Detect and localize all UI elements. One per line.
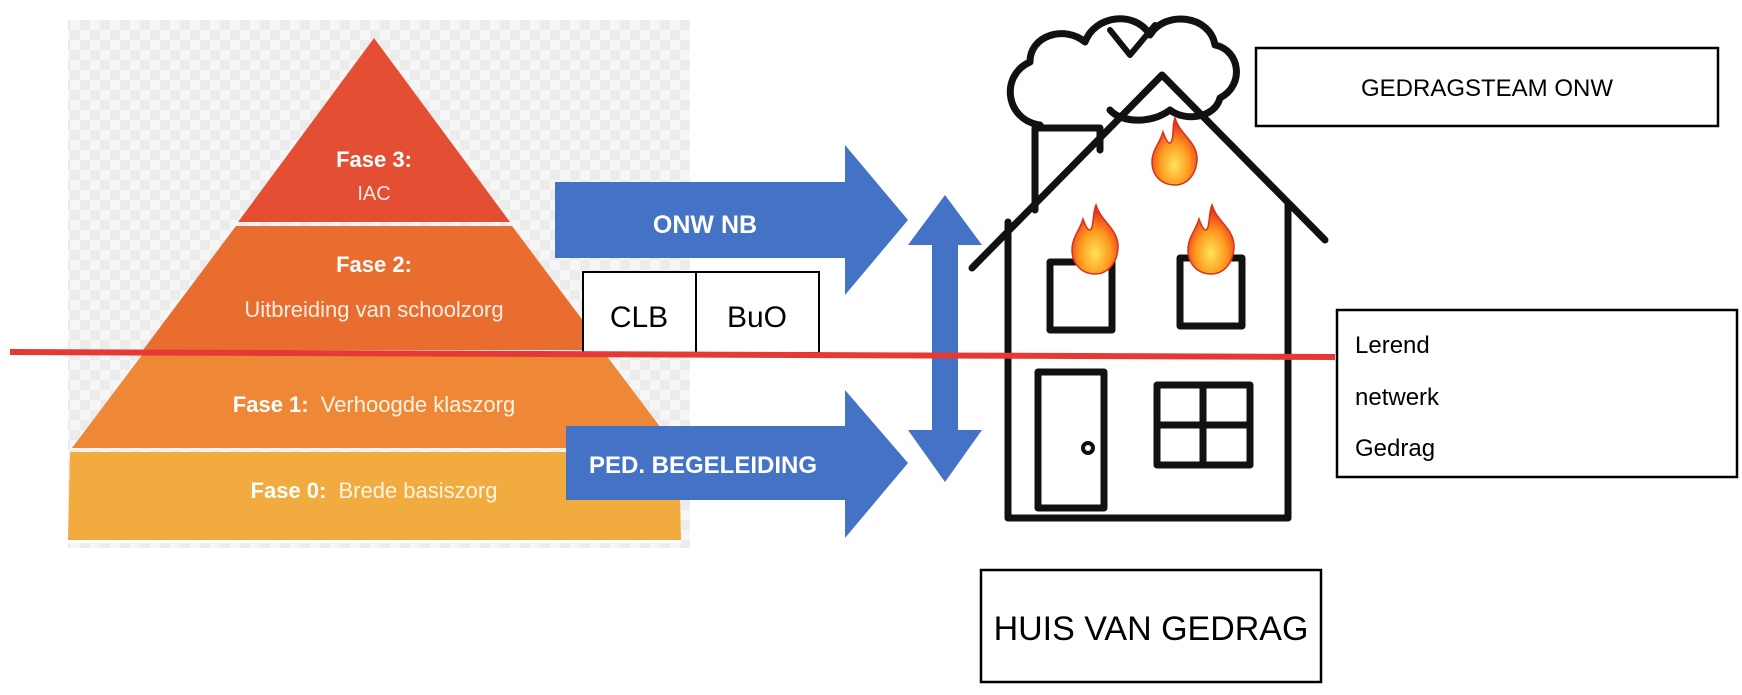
partner-box-frame [582, 271, 820, 354]
tier-1-title: Fase 1: [233, 392, 309, 417]
partner-boxes: CLB BuO [582, 271, 820, 354]
flames [1071, 115, 1235, 275]
team-label: GEDRAGSTEAM ONW [1361, 75, 1613, 102]
tier-2-subtitle: Uitbreiding van schoolzorg [244, 297, 503, 322]
partner-buo: BuO [727, 301, 787, 334]
fire-icon [1187, 202, 1235, 275]
pyramid-tier-3 [238, 38, 510, 222]
tier-3-subtitle: IAC [357, 183, 390, 205]
double-vertical-arrow [908, 195, 982, 482]
pyramid-tier-0 [68, 452, 681, 540]
network-label-line-3: Gedrag [1355, 435, 1435, 462]
arrow-ped-begeleiding-shape [566, 390, 908, 538]
partner-clb: CLB [610, 301, 668, 334]
arrow-ped-begeleiding-label: PED. BEGELEIDING [589, 452, 817, 479]
tier-0-title: Fase 0: [251, 478, 327, 503]
tier-1-subtitle: Verhoogde klaszorg [321, 392, 515, 417]
house-door [1034, 368, 1108, 512]
pyramid-tier-1 [72, 355, 676, 448]
tier-0-subtitle: Brede basiszorg [338, 478, 497, 503]
network-label-line-1: Lerend [1355, 332, 1430, 359]
tier-1-label: Fase 1: Verhoogde klaszorg [233, 392, 515, 417]
house-walls [1004, 201, 1292, 522]
house-caption-box: HUIS VAN GEDRAG [979, 568, 1323, 684]
team-label-box: GEDRAGSTEAM ONW [1254, 46, 1720, 128]
network-label-box: Lerend netwerk Gedrag [1335, 308, 1739, 479]
house-roof [968, 71, 1329, 272]
pyramid-tier-2 [143, 226, 605, 350]
arrow-onw-nb-label: ONW NB [653, 211, 757, 239]
tier-0-label: Fase 0: Brede basiszorg [251, 478, 498, 503]
fire-icon [1071, 202, 1119, 275]
tier-3-title: Fase 3: [336, 147, 412, 172]
network-label-line-2: netwerk [1355, 384, 1440, 411]
arrow-ped-begeleiding: PED. BEGELEIDING [566, 390, 908, 538]
arrow-onw-nb: ONW NB [555, 145, 908, 295]
pyramid: Fase 3: IAC Fase 2: Uitbreiding van scho… [68, 38, 681, 543]
smoke-cloud-icon [1006, 15, 1240, 129]
tier-2-title: Fase 2: [336, 252, 412, 277]
arrow-onw-nb-shape [555, 145, 908, 295]
house-caption: HUIS VAN GEDRAG [994, 610, 1309, 648]
fire-icon [1151, 115, 1198, 186]
divider-line [9, 349, 1336, 360]
house-drawing [968, 15, 1329, 522]
